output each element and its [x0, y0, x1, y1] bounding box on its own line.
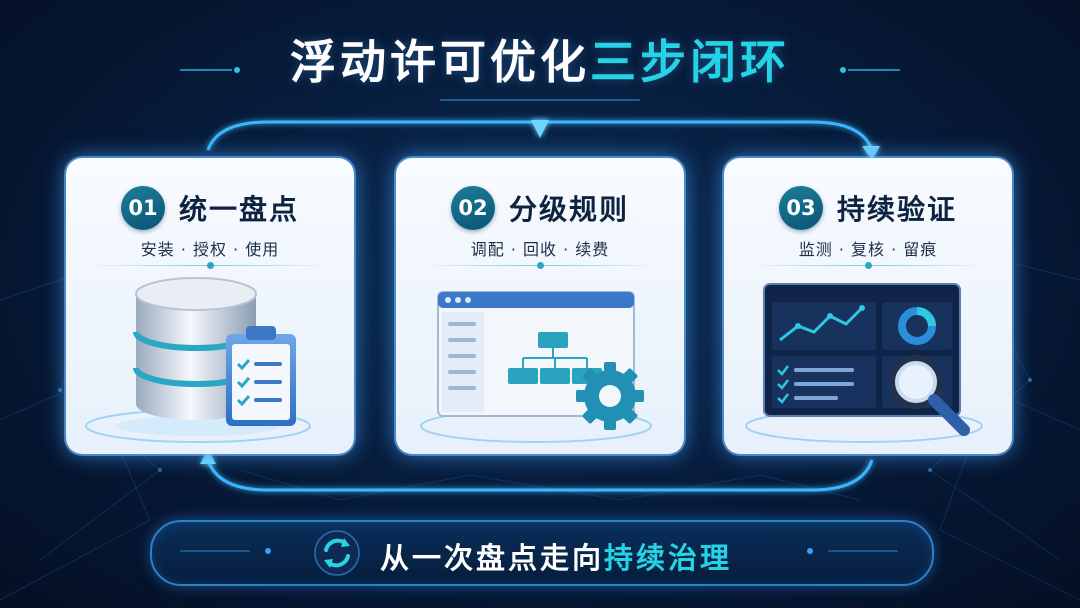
step-title: 分级规则 — [508, 193, 629, 226]
divider-dot — [207, 262, 214, 269]
dashboard-magnifier-icon — [745, 283, 983, 443]
step-number-badge: 01 — [120, 186, 165, 230]
step-subtitle: 安装 · 授权 · 使用 — [140, 240, 280, 259]
step-card-3: 03 持续验证 监测 · 复核 · 留痕 — [724, 158, 1012, 454]
step-title: 持续验证 — [836, 193, 957, 226]
footer-main: 从一次盘点走向 — [380, 541, 605, 575]
step-subtitle: 调配 · 回收 · 续费 — [470, 240, 610, 259]
step-card-2: 02 分级规则 调配 · 回收 · 续费 — [396, 158, 684, 454]
footer-text: 从一次盘点走向持续治理 — [380, 535, 732, 577]
title-main: 浮动许可优化 — [290, 35, 590, 89]
database-checklist-icon — [85, 277, 311, 443]
refresh-cycle-icon — [314, 530, 360, 576]
step-card-1: 01 统一盘点 安装 · 授权 · 使用 — [66, 158, 354, 454]
divider-dot — [865, 262, 872, 269]
footer-banner: 从一次盘点走向持续治理 — [150, 520, 934, 586]
page-title: 浮动许可优化三步闭环 — [0, 26, 1080, 92]
footer-highlight: 持续治理 — [604, 541, 733, 575]
title-highlight: 三步闭环 — [590, 35, 790, 89]
step-number-badge: 03 — [778, 186, 823, 230]
flowchart-gear-icon — [420, 291, 652, 443]
divider-dot — [537, 262, 544, 269]
step-number-badge: 02 — [450, 186, 495, 230]
step-title: 统一盘点 — [178, 193, 299, 226]
step-subtitle: 监测 · 复核 · 留痕 — [798, 240, 938, 259]
